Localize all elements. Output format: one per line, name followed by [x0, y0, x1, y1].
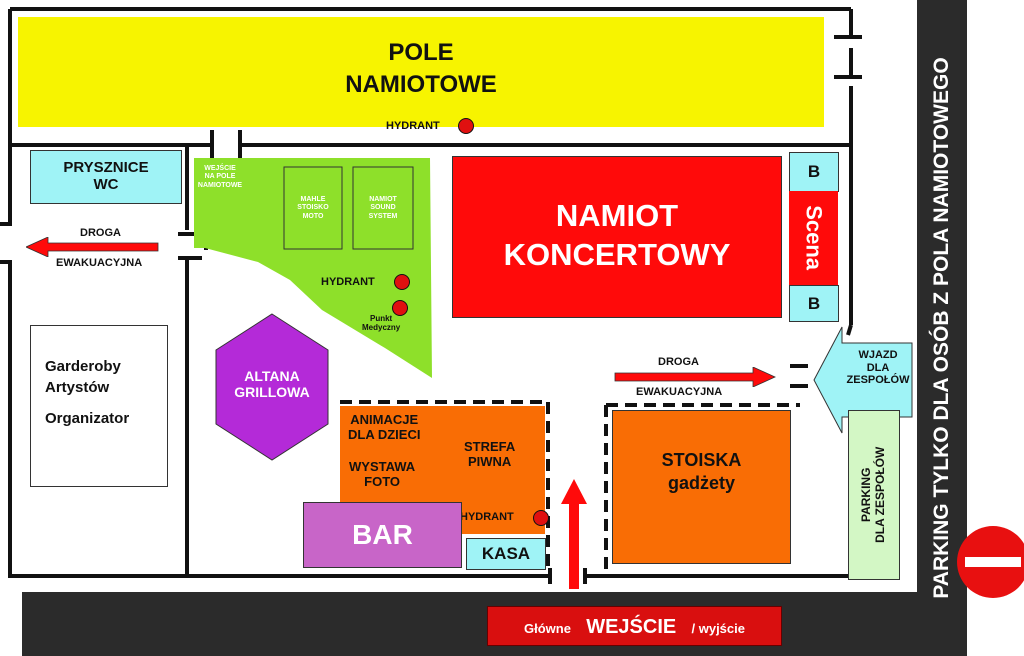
bar: BAR — [303, 502, 462, 568]
camping-entrance-label: WEJŚCIE NA POLE NAMIOTOWE — [197, 165, 243, 189]
hydrant-icon — [394, 274, 410, 290]
beer-zone-label: STREFA PIWNA — [464, 439, 516, 469]
side-road — [917, 0, 967, 656]
evacuation-arrow-right-icon — [614, 367, 776, 387]
band-entrance-arrow-icon — [813, 326, 913, 434]
camping-field-label: POLE NAMIOTOWE — [345, 39, 497, 99]
medical-point-label: Punkt Medyczny — [362, 314, 401, 333]
kids-animation-label: ANIMACJE DLA DZIECI — [348, 412, 421, 442]
artist-dressing-rooms: Garderoby Artystów Organizator — [30, 325, 168, 487]
hydrant-icon — [458, 118, 474, 134]
grill-gazebo-label: ALTANA GRILLOWA — [234, 368, 310, 401]
evacuation-label-right-bottom: EWAKUACYJNA — [636, 386, 723, 398]
main-entrance-banner: Główne WEJŚCIE / wyjście — [487, 606, 782, 646]
backstage-bottom: B — [789, 285, 839, 322]
showers-wc: PRYSZNICE WC — [30, 150, 182, 204]
concert-tent: NAMIOT KONCERTOWY — [452, 156, 782, 318]
band-parking: PARKING DLA ZESPOŁÓW — [848, 410, 900, 580]
backstage-top: B — [789, 152, 839, 192]
band-entrance-label: WJAZD DLA ZESPOŁÓW — [846, 349, 910, 387]
hydrant-label-orange: HYDRANT — [460, 511, 514, 523]
evacuation-label-left-bottom: EWAKUACYJNA — [56, 257, 143, 269]
evacuation-label-left-top: DROGA — [80, 227, 121, 239]
sound-system-label: NAMIOT SOUND SYSTEM — [368, 196, 398, 220]
main-entrance-arrow-icon — [561, 479, 587, 589]
hydrant-label-top: HYDRANT — [386, 120, 440, 132]
hydrant-label-green: HYDRANT — [321, 276, 375, 288]
gadget-stands: STOISKA gadżety — [612, 410, 791, 564]
stage: Scena — [789, 191, 838, 285]
camping-field: POLE NAMIOTOWE — [18, 17, 824, 127]
hydrant-icon — [533, 510, 549, 526]
ticket-office: KASA — [466, 538, 546, 570]
evacuation-arrow-left-icon — [26, 237, 159, 257]
grill-gazebo — [215, 313, 329, 461]
medical-point-icon — [392, 300, 408, 316]
camper-parking-label: PARKING TYLKO DLA OSÓB Z POLA NAMIOTOWEG… — [930, 57, 953, 599]
mahle-stand-label: MAHLE STOISKO MOTO — [297, 196, 329, 220]
stage-label: Scena — [801, 205, 827, 271]
no-entry-icon — [957, 526, 1024, 598]
evacuation-label-right-top: DROGA — [658, 356, 699, 368]
photo-exhibition-label: WYSTAWA FOTO — [349, 459, 416, 489]
